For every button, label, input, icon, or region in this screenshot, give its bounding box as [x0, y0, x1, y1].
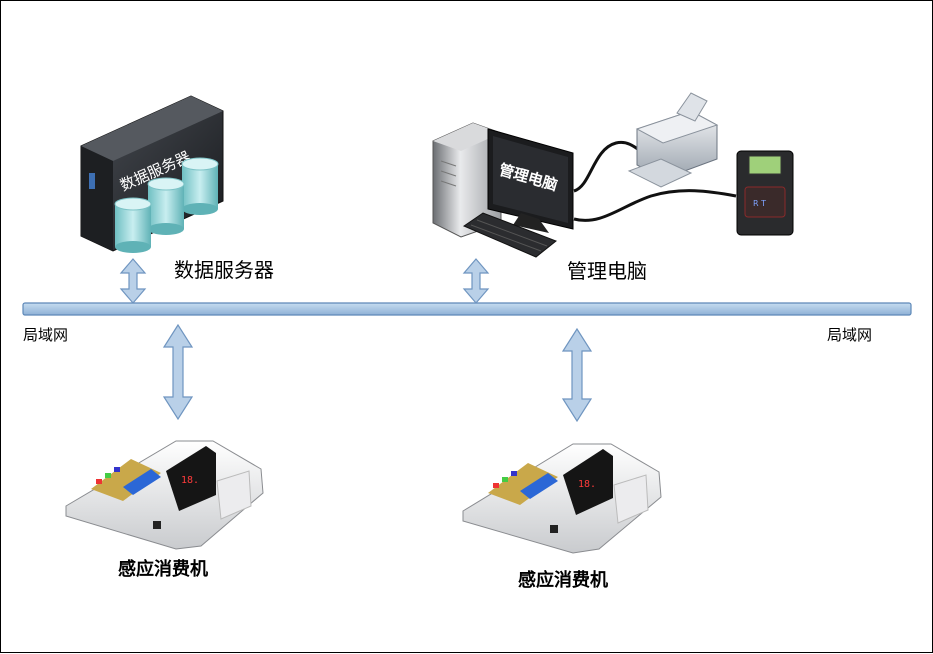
arrow-lan-terminal-1: [162, 323, 194, 421]
arrow-server-lan: [119, 258, 147, 304]
pos-terminal-icon: 18.: [65, 440, 264, 550]
lan-label-right: 局域网: [827, 326, 873, 344]
svg-text:R T: R T: [753, 199, 766, 208]
card-reader-icon: R T: [736, 150, 794, 236]
pos-terminal-icon: 18.: [462, 443, 662, 554]
monitor-icon: 管理电脑: [487, 128, 574, 233]
server-label: 数据服务器: [174, 258, 274, 282]
svg-text:18.: 18.: [181, 475, 199, 486]
arrow-lan-terminal-2: [561, 327, 593, 423]
management-pc-label: 管理电脑: [567, 259, 647, 283]
reader-cable: [573, 189, 737, 222]
lan-bus: [22, 302, 912, 316]
terminal-label-2: 感应消费机: [518, 570, 608, 591]
printer-cable: [573, 140, 644, 193]
arrow-pc-lan: [462, 258, 490, 304]
svg-text:18.: 18.: [578, 479, 596, 490]
printer-icon: [627, 92, 719, 188]
lan-label-left: 局域网: [23, 326, 69, 344]
database-icon: [114, 157, 219, 253]
terminal-label-1: 感应消费机: [118, 559, 208, 580]
keyboard-icon: [462, 212, 557, 258]
